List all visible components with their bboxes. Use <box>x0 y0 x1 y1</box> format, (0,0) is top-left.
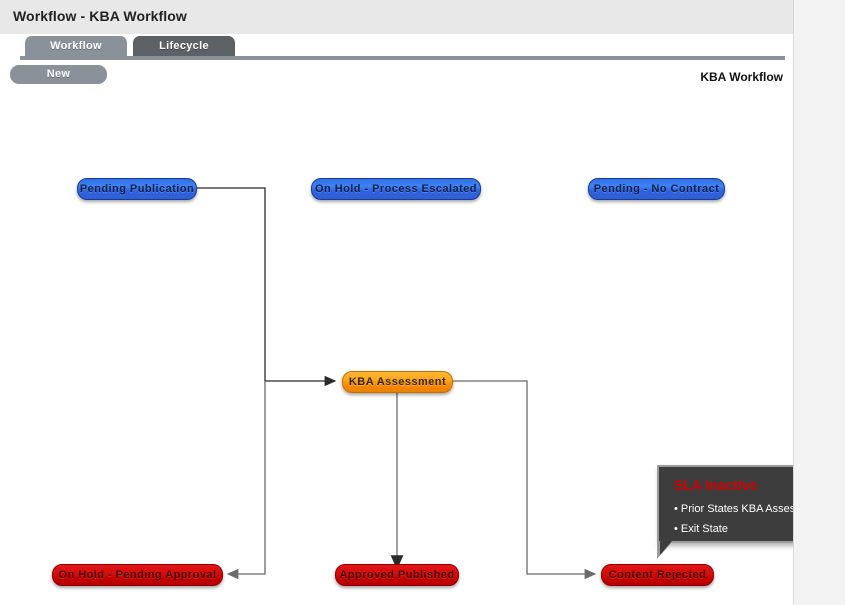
sla-info-tooltip: SLA Inactive • Prior States KBA Assessme… <box>657 465 793 559</box>
tooltip-line-prior-states: • Prior States KBA Assessment <box>674 503 793 515</box>
node-approved-published[interactable]: Approved Published <box>335 564 459 586</box>
toolbar: New <box>0 61 793 90</box>
workflow-window: Workflow - KBA Workflow Workflow Lifecyc… <box>0 0 793 605</box>
edge-pending-publication-to-kba-assessment <box>197 187 337 387</box>
tooltip-line-exit-state: • Exit State <box>674 523 728 535</box>
window-titlebar: Workflow - KBA Workflow <box>0 0 793 35</box>
tooltip-pointer-fill <box>660 541 672 555</box>
canvas-title: KBA Workflow <box>700 70 783 84</box>
node-pending-publication[interactable]: Pending Publication <box>77 178 197 200</box>
tooltip-title: SLA Inactive <box>674 477 758 493</box>
workflow-diagram-canvas[interactable]: Pending Publication On Hold - Process Es… <box>0 90 793 605</box>
node-kba-assessment[interactable]: KBA Assessment <box>342 371 453 393</box>
edge-kba-assessment-to-on-hold-pending-approval <box>226 381 266 580</box>
window-title: Workflow - KBA Workflow <box>13 8 187 24</box>
page-right-gutter <box>793 0 845 605</box>
node-pending-no-contract[interactable]: Pending - No Contract <box>588 178 725 200</box>
new-button[interactable]: New <box>10 65 107 84</box>
node-on-hold-process-escalated[interactable]: On Hold - Process Escalated <box>311 178 481 200</box>
node-content-rejected[interactable]: Content Rejected <box>601 564 714 586</box>
node-on-hold-pending-approval[interactable]: On Hold - Pending Approval <box>52 564 223 586</box>
tab-lifecycle[interactable]: Lifecycle <box>133 36 235 57</box>
tab-underline-bar <box>20 56 785 60</box>
edge-kba-assessment-to-content-rejected <box>453 380 597 580</box>
tab-workflow[interactable]: Workflow <box>25 36 127 57</box>
connector-layer <box>197 187 597 580</box>
